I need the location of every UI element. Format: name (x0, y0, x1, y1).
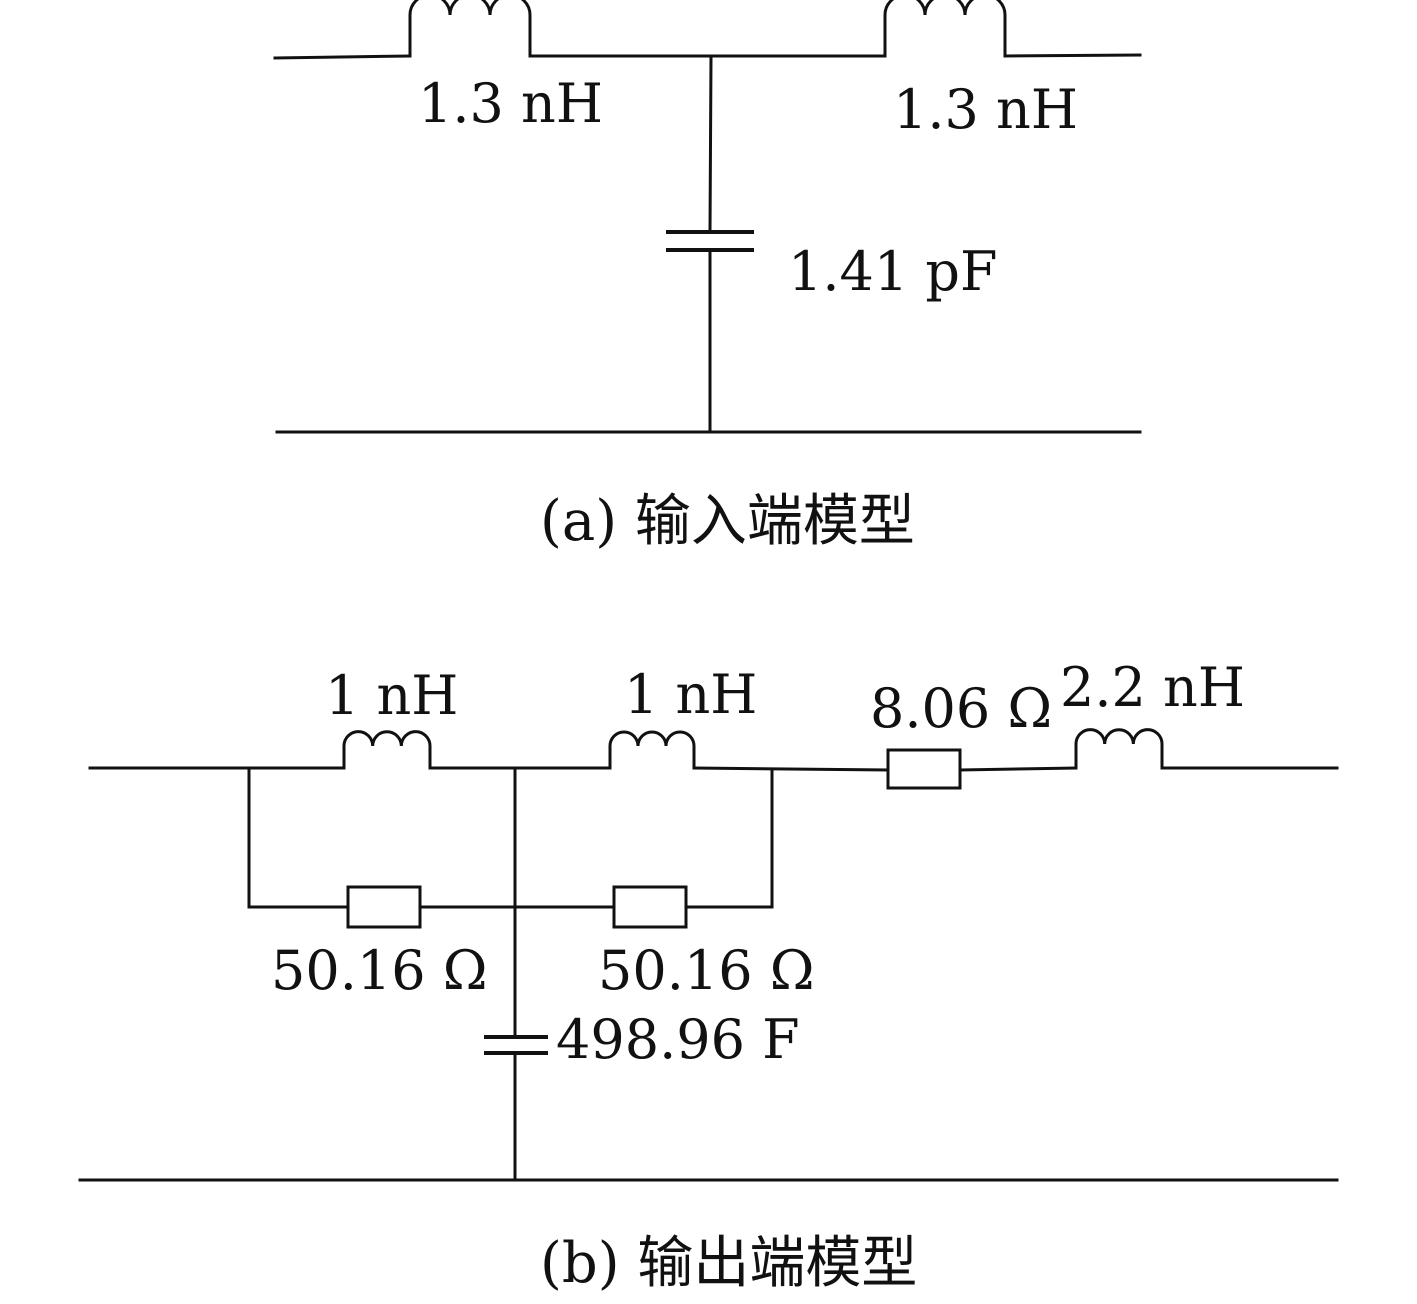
wire-b-top-right (692, 766, 890, 772)
label-inductor-b-2: 1 nH (624, 663, 757, 726)
wire-b-between-r-l (958, 766, 1078, 772)
label-resistor-b-2: 50.16 Ω (598, 939, 815, 1002)
resistor-b-1 (346, 885, 422, 929)
inductor-a-right (883, 0, 1007, 56)
inductor-a-left (408, 0, 532, 56)
caption-b: (b) 输出端模型 (540, 1231, 917, 1296)
label-inductor-b-3: 2.2 nH (1060, 656, 1245, 719)
inductor-b-2 (608, 730, 696, 768)
diagram-a: 1.3 nH 1.3 nH 1.41 pF (a) 输入端模型 (273, 0, 1142, 554)
label-resistor-b-series: 8.06 Ω (870, 677, 1052, 740)
label-resistor-b-1: 50.16 Ω (271, 939, 488, 1002)
wire-a-top-right (1003, 53, 1142, 58)
label-capacitor-a: 1.41 pF (788, 240, 997, 303)
resistor-b-series (886, 748, 962, 790)
resistor-b-2 (612, 885, 688, 929)
wire-a-top-left (273, 54, 412, 60)
inductor-b-3 (1074, 728, 1164, 768)
label-inductor-a-left: 1.3 nH (418, 72, 603, 135)
wire-a-shunt-upper (708, 54, 713, 234)
caption-a: (a) 输入端模型 (540, 489, 915, 554)
label-inductor-a-right: 1.3 nH (893, 78, 1078, 141)
inductor-b-1 (342, 730, 432, 768)
diagram-b: 1 nH 1 nH 8.06 Ω 2.2 nH 50.16 Ω 50.16 Ω … (78, 656, 1339, 1296)
label-capacitor-b: 498.96 F (556, 1008, 800, 1071)
label-inductor-b-1: 1 nH (325, 664, 458, 727)
